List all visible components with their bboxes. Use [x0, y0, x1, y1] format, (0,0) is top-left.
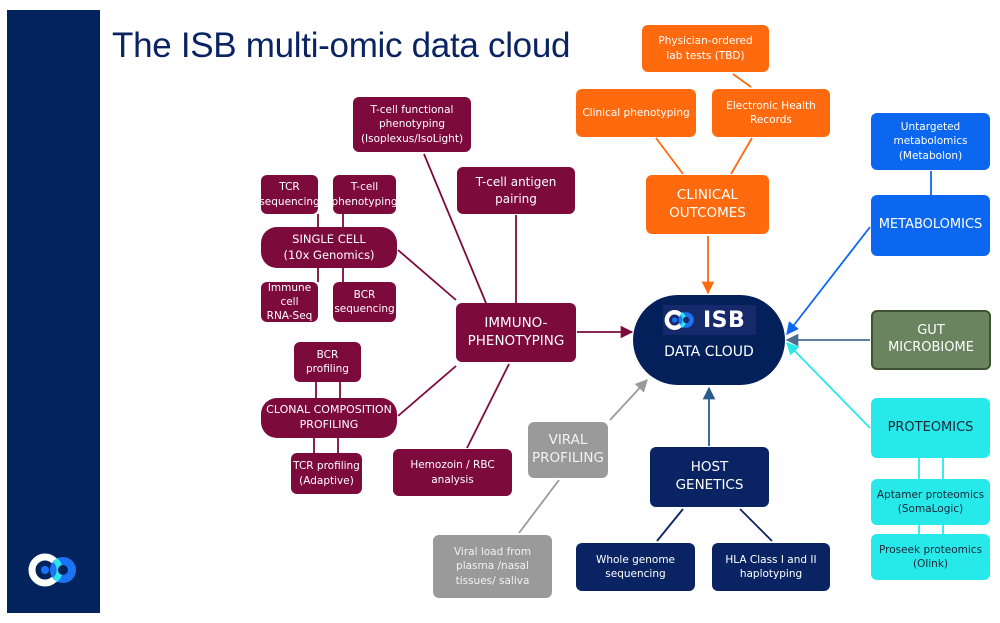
node-bcr-profiling: BCR profiling: [294, 342, 361, 382]
data-cloud-label: DATA CLOUD: [664, 344, 754, 360]
node-gut-microbiome: GUT MICROBIOME: [871, 310, 991, 370]
node-tcell-phenotyping: T-cell phenotyping: [331, 175, 398, 214]
node-aptamer-proteomics: Aptamer proteomics (SomaLogic): [871, 479, 990, 525]
node-electronic-health-records: Electronic Health Records: [712, 89, 830, 137]
node-tcr-sequencing: TCR sequencing: [259, 175, 320, 214]
node-clinical-phenotyping: Clinical phenotyping: [576, 89, 696, 137]
node-proteomics: PROTEOMICS: [871, 398, 990, 458]
node-viral-load: Viral load from plasma /nasal tissues/ s…: [433, 535, 552, 598]
node-hla-haplotyping: HLA Class I and II haplotyping: [712, 543, 830, 591]
page-title: The ISB multi-omic data cloud: [112, 26, 571, 65]
node-clonal-composition-profiling: CLONAL COMPOSITION PROFILING: [261, 398, 397, 438]
node-viral-profiling: VIRAL PROFILING: [528, 422, 608, 478]
node-hemozoin-rbc-analysis: Hemozoin / RBC analysis: [393, 449, 512, 496]
node-physician-ordered-lab-tests: Physician-ordered lab tests (TBD): [642, 25, 769, 72]
isb-logo-icon: [28, 553, 76, 587]
node-tcell-antigen-pairing: T-cell antigen pairing: [457, 167, 575, 214]
isb-logo-icon: [664, 310, 694, 330]
node-whole-genome-sequencing: Whole genome sequencing: [576, 543, 695, 591]
isb-logo-badge: ISB: [663, 305, 756, 335]
node-proseek-proteomics: Proseek proteomics (Olink): [871, 534, 990, 580]
node-tcell-functional-phenotyping: T-cell functional phenotyping (Isoplexus…: [353, 97, 471, 152]
node-host-genetics: HOST GENETICS: [650, 447, 769, 507]
node-tcr-profiling: TCR profiling (Adaptive): [291, 453, 362, 494]
node-immunophenotyping: IMMUNO- PHENOTYPING: [456, 303, 576, 362]
node-immune-cell-rnaseq: Immune cell RNA-Seq: [261, 282, 318, 322]
node-single-cell: SINGLE CELL (10x Genomics): [261, 227, 397, 268]
node-metabolomics: METABOLOMICS: [871, 195, 990, 256]
sidebar-band: [7, 10, 100, 613]
node-clinical-outcomes: CLINICAL OUTCOMES: [646, 175, 769, 234]
node-untargeted-metabolomics: Untargeted metabolomics (Metabolon): [871, 113, 990, 170]
node-isb-data-cloud: ISB DATA CLOUD: [633, 295, 785, 385]
isb-logo-text: ISB: [703, 307, 746, 333]
node-bcr-sequencing: BCR sequencing: [333, 282, 396, 322]
